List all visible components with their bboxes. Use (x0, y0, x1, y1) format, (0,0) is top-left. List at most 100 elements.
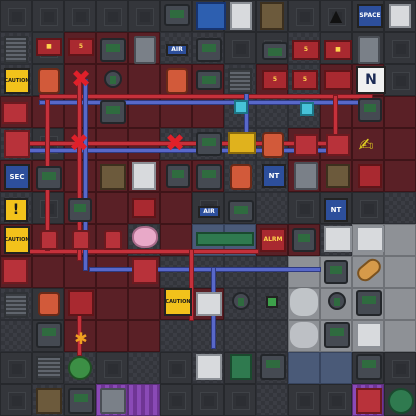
floor-tile (0, 352, 32, 384)
floor-tile (384, 192, 416, 224)
robot-icon[interactable] (230, 164, 252, 190)
chair-icon[interactable] (40, 230, 58, 250)
locker-icon[interactable] (4, 130, 30, 158)
locker-icon[interactable] (132, 258, 158, 284)
red-pipe-h3 (8, 250, 258, 253)
pipe-valve-icon[interactable] (234, 100, 248, 114)
machine-icon[interactable] (230, 354, 252, 380)
floor-tile (128, 320, 160, 352)
floor-tile (96, 352, 128, 384)
alarm-panel-icon[interactable] (358, 164, 382, 188)
security-sign: SEC (4, 164, 30, 190)
crate-icon[interactable] (36, 388, 62, 414)
camera-icon[interactable] (232, 292, 250, 310)
vent-icon (36, 356, 62, 380)
locker-icon[interactable] (389, 4, 411, 28)
floor-tile (160, 192, 192, 224)
camera-icon[interactable] (328, 292, 346, 310)
robot-icon[interactable] (166, 68, 188, 94)
robot-icon[interactable] (38, 292, 60, 316)
computer-icon[interactable] (164, 4, 190, 26)
computer-icon[interactable] (324, 260, 348, 284)
plant-icon[interactable] (68, 356, 92, 380)
stairs-icon[interactable] (196, 354, 222, 380)
computer-icon[interactable] (100, 38, 126, 62)
computer-icon[interactable] (196, 164, 222, 190)
plant-icon[interactable] (388, 388, 414, 414)
crate-icon[interactable] (260, 2, 284, 30)
computer-icon[interactable] (356, 290, 382, 316)
floor-tile (128, 0, 160, 32)
floor-tile (0, 0, 32, 32)
alarm-panel-icon[interactable] (324, 70, 352, 90)
console-icon[interactable] (196, 70, 222, 90)
crate-icon[interactable] (326, 164, 350, 188)
wrench-icon[interactable]: ✍ (358, 135, 374, 156)
computer-icon[interactable] (196, 38, 222, 62)
torch-icon: ✱ (74, 329, 88, 348)
vent-icon (4, 36, 28, 64)
computer-icon[interactable] (196, 132, 222, 156)
alarm-panel-icon[interactable] (68, 290, 94, 316)
computer-icon[interactable] (100, 100, 126, 124)
floor-tile (192, 320, 224, 352)
fridge-icon[interactable] (196, 292, 222, 316)
crate-icon[interactable] (228, 132, 256, 154)
vent-icon (4, 292, 28, 318)
floor-tile (384, 256, 416, 288)
robot-icon[interactable] (38, 68, 60, 94)
alarm-panel-icon[interactable]: ■ (36, 38, 62, 56)
alarm-panel-icon[interactable]: ALRM (260, 228, 286, 252)
disconnected-camera-icon: ✖ (164, 129, 186, 157)
alarm-panel-icon[interactable]: 5 (262, 70, 288, 90)
blue-pipe-v1 (84, 80, 87, 270)
floor-tile (288, 384, 320, 416)
computer-icon[interactable] (36, 322, 62, 348)
alarm-panel-icon[interactable]: 5 (68, 38, 94, 56)
robot-icon[interactable] (262, 132, 284, 158)
floor-tile (288, 192, 320, 224)
fridge-icon[interactable] (230, 2, 252, 30)
fridge-icon[interactable] (132, 162, 156, 190)
locker-icon[interactable] (294, 162, 318, 190)
computer-icon[interactable] (358, 98, 382, 122)
chair-icon[interactable] (294, 134, 318, 156)
alarm-panel-icon[interactable]: ■ (324, 40, 352, 60)
locker-icon[interactable] (2, 258, 28, 284)
computer-icon[interactable] (68, 388, 94, 414)
locker-icon[interactable] (100, 388, 126, 414)
computer-icon[interactable] (166, 164, 190, 188)
floor-tile (320, 352, 352, 384)
table-icon[interactable] (196, 232, 254, 246)
alarm-panel-icon[interactable]: 5 (292, 70, 318, 90)
fridge-icon[interactable] (324, 226, 352, 252)
locker-icon[interactable] (356, 388, 382, 414)
locker-icon[interactable] (2, 102, 28, 124)
alarm-panel-icon[interactable]: 5 (292, 40, 320, 60)
bat-icon: ▲ (329, 6, 343, 25)
floor-tile (288, 352, 320, 384)
chair-icon[interactable] (104, 230, 122, 250)
chair-icon[interactable] (72, 230, 90, 250)
locker-icon[interactable] (358, 36, 380, 64)
pipe-valve-icon[interactable] (300, 102, 314, 116)
red-pipe-h2 (8, 142, 348, 145)
computer-icon[interactable] (292, 228, 316, 252)
chair-icon[interactable] (326, 134, 350, 156)
camera-icon[interactable] (104, 70, 122, 88)
computer-icon[interactable] (68, 198, 92, 222)
sink-icon[interactable] (356, 322, 382, 348)
fridge-icon[interactable] (356, 226, 384, 252)
alarm-panel-icon[interactable] (132, 198, 156, 218)
computer-icon[interactable] (36, 166, 62, 190)
console-icon[interactable] (262, 42, 288, 60)
computer-icon[interactable] (324, 322, 350, 348)
floor-tile (192, 256, 224, 288)
plant-icon[interactable] (132, 226, 158, 248)
computer-icon[interactable] (260, 354, 286, 380)
locker-icon[interactable] (134, 36, 156, 64)
crate-icon[interactable] (100, 164, 126, 190)
computer-icon[interactable] (228, 200, 254, 222)
computer-icon[interactable] (356, 354, 382, 380)
